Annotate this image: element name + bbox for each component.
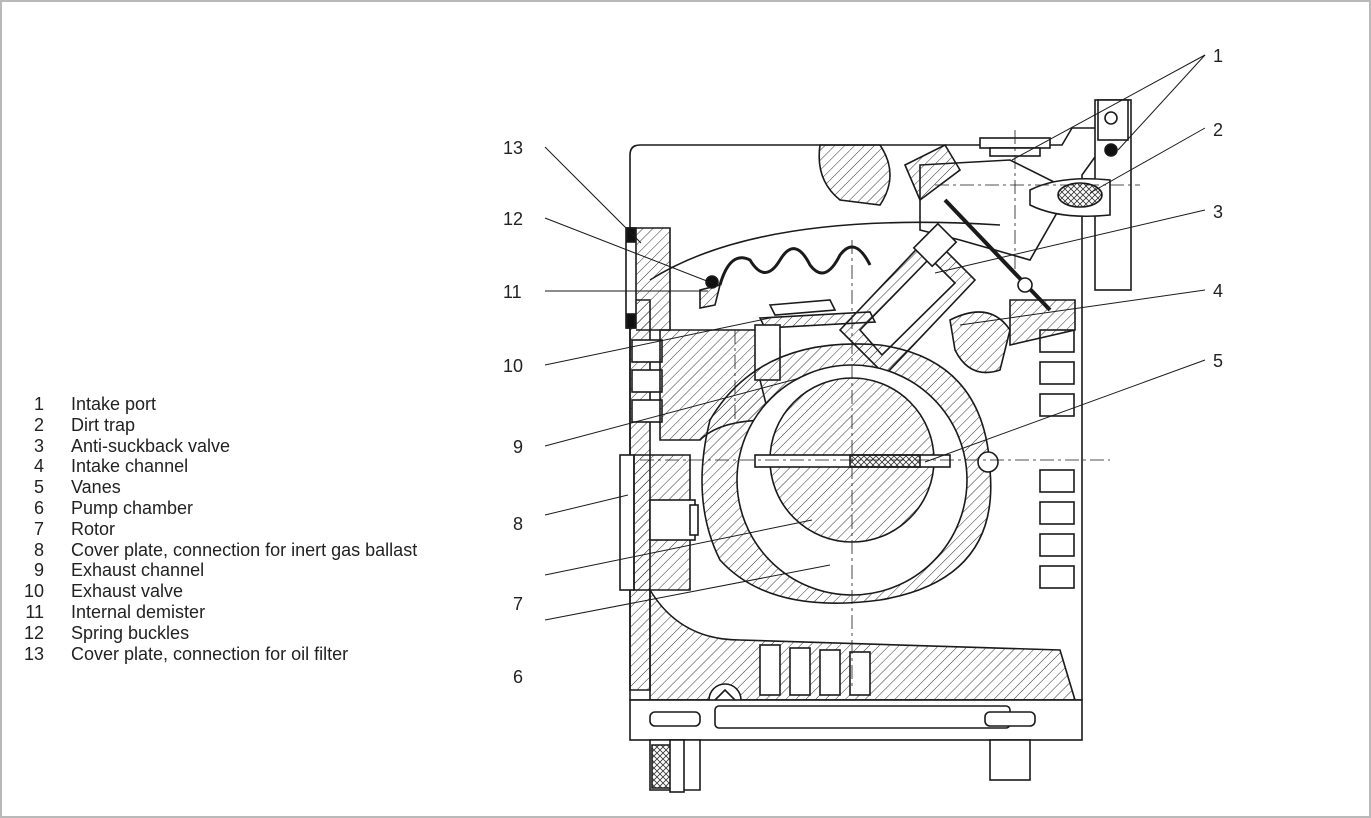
legend-item-5: 5 Vanes: [14, 477, 474, 498]
bottom-base-wall: [649, 587, 1077, 701]
legend-text: Spring buckles: [71, 622, 190, 643]
oil-filter-cover-plate: [625, 227, 671, 331]
callout-12: 12: [503, 209, 523, 229]
rear-foot: [989, 739, 1031, 781]
legend-number: 8: [33, 539, 44, 560]
legend-text: Cover plate, connection for oil filter: [71, 643, 349, 664]
legend-number: 11: [25, 601, 44, 622]
o-ring: [1104, 143, 1118, 157]
legend-text: Cover plate, connection for inert gas ba…: [71, 539, 418, 560]
legend-item-3: 3 Anti-suckback valve: [14, 436, 474, 457]
legend-number: 12: [23, 622, 44, 643]
legend-text: Rotor: [71, 518, 116, 539]
intake-port: [903, 137, 1072, 261]
legend-item-13: 13 Cover plate, connection for oil filter: [14, 644, 474, 665]
legend-text: Internal demister: [71, 601, 206, 622]
legend-text: Exhaust channel: [71, 560, 205, 581]
legend-text: Pump chamber: [71, 497, 194, 518]
legend-item-7: 7 Rotor: [14, 519, 474, 540]
callout-6: 6: [513, 667, 523, 687]
centerlines: [640, 130, 1140, 690]
legend-text: Anti-suckback valve: [71, 435, 231, 456]
legend-number: 10: [23, 581, 44, 602]
legend-text: Vanes: [71, 477, 121, 498]
bearing-pin: [977, 451, 999, 473]
bottom-fins: [759, 644, 871, 696]
legend-number: 6: [33, 497, 44, 518]
callout-7: 7: [513, 594, 523, 614]
top-wall-section: [818, 144, 891, 206]
callout-10: 10: [503, 356, 523, 376]
gas-ballast-cover-plate: [619, 454, 699, 591]
internal-demister: [718, 245, 872, 286]
legend-item-8: 8 Cover plate, connection for inert gas b…: [14, 540, 474, 561]
spring-buckle: [705, 275, 719, 289]
callout-numbers: 1 2 3 4 5 6 7 8 9 10 11 12 13: [503, 46, 1223, 687]
callout-11: 11: [503, 282, 522, 302]
legend-number: 5: [33, 477, 44, 498]
legend-item-11: 11 Internal demister: [14, 602, 474, 623]
legend-item-12: 12 Spring buckles: [14, 623, 474, 644]
callout-5: 5: [1213, 351, 1223, 371]
anti-suckback-valve: [838, 222, 1033, 377]
rubber-foot: [649, 739, 701, 793]
legend-number: 3: [33, 435, 44, 456]
callout-4: 4: [1213, 281, 1223, 301]
callout-2: 2: [1213, 120, 1223, 140]
legend-number: 1: [33, 394, 44, 414]
legend-number: 13: [23, 643, 44, 664]
legend-number: 9: [33, 560, 44, 581]
legend-item-6: 6 Pump chamber: [14, 498, 474, 519]
legend-item-2: 2 Dirt trap: [14, 415, 474, 436]
legend-text: Intake port: [71, 394, 157, 414]
legend-number: 4: [33, 456, 44, 477]
legend-item-10: 10 Exhaust valve: [14, 581, 474, 602]
cooling-fins-left: [631, 339, 663, 423]
legend-item-9: 9 Exhaust channel: [14, 560, 474, 581]
legend-number: 7: [33, 518, 44, 539]
leader-lines: [544, 54, 1206, 621]
legend-item-4: 4 Intake channel: [14, 456, 474, 477]
legend-text: Dirt trap: [71, 414, 136, 435]
callout-13: 13: [503, 138, 523, 158]
legend-item-1: 1 Intake port: [14, 394, 474, 415]
legend-list: 1 Intake port 2 Dirt trap 3 Anti-suckback v…: [14, 394, 474, 664]
callout-9: 9: [513, 437, 523, 457]
callout-8: 8: [513, 514, 523, 534]
legend-number: 2: [33, 414, 44, 435]
intake-channel-wall: [949, 311, 1011, 374]
legend-text: Intake channel: [71, 456, 189, 477]
legend-text: Exhaust valve: [71, 581, 184, 602]
callout-1: 1: [1213, 46, 1223, 66]
callout-3: 3: [1213, 202, 1223, 222]
